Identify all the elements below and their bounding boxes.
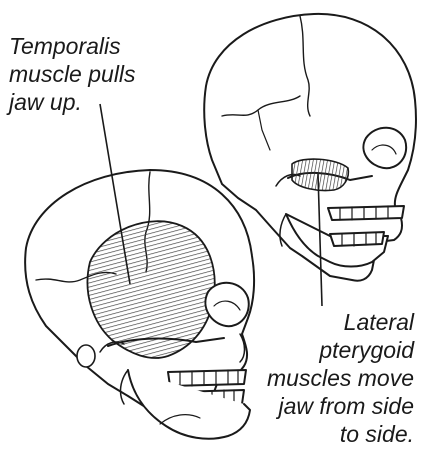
temporalis-label-line-3: jaw up. <box>9 88 136 116</box>
temporalis-label-line-1: Temporalis <box>9 32 136 60</box>
pterygoid-label-line-3: muscles move <box>267 364 414 392</box>
temporalis-label: Temporalis muscle pulls jaw up. <box>9 32 136 116</box>
pterygoid-label-line-2: pterygoid <box>267 336 414 364</box>
pterygoid-label-line-4: jaw from side <box>267 392 414 420</box>
temporalis-label-line-2: muscle pulls <box>9 60 136 88</box>
pterygoid-label-line-5: to side. <box>267 420 414 448</box>
pterygoid-label-line-1: Lateral <box>267 308 414 336</box>
pterygoid-label: Lateral pterygoid muscles move jaw from … <box>267 308 414 448</box>
skull-front-illustration <box>25 170 254 439</box>
